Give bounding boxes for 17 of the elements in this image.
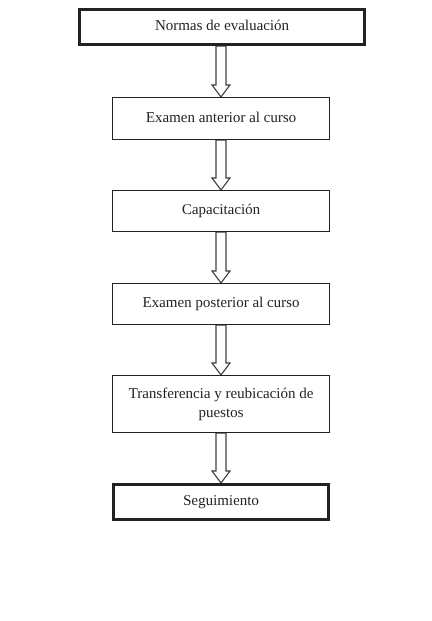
process-box (112, 97, 330, 140)
hollow-arrow (210, 324, 232, 376)
box-label: Capacitación (182, 201, 260, 220)
process-box (112, 190, 330, 232)
hollow-arrow (210, 432, 232, 484)
box-label: Examen anterior al curso (146, 108, 296, 128)
process-box (78, 8, 366, 46)
hollow-arrow (210, 231, 232, 284)
box-label: Examen posterior al curso (142, 294, 300, 314)
box-label: Normas de evaluación (154, 17, 290, 36)
box-label: Transferencia y reubicación de puestos (128, 384, 314, 423)
box-label: Seguimiento (183, 492, 259, 512)
process-box (112, 283, 330, 325)
hollow-arrow (210, 45, 232, 98)
process-box (112, 375, 330, 433)
hollow-arrow (210, 139, 232, 191)
process-box (112, 483, 330, 521)
